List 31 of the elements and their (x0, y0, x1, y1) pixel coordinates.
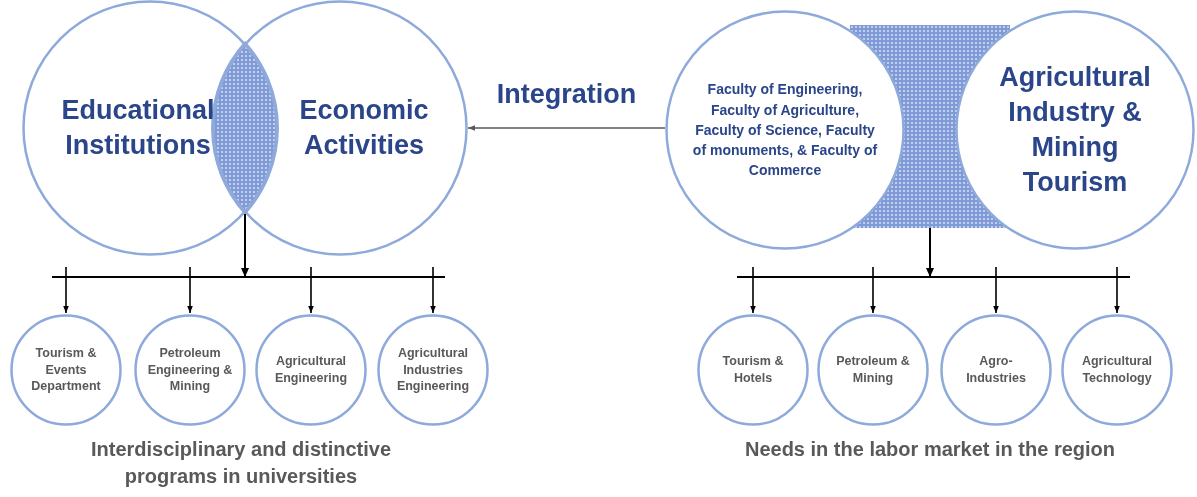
circle-node (817, 314, 929, 426)
node-text: Tourism & Events Department (30, 344, 102, 396)
circle-node (665, 10, 905, 250)
node-text: Tourism & Hotels (721, 353, 785, 387)
node-text: Agricultural Industry & Mining Tourism (998, 60, 1152, 200)
node-text: Petroleum Engineering & Mining (146, 344, 234, 396)
arrow (244, 213, 436, 314)
edge-label: Integration (496, 78, 637, 110)
circle-node (377, 314, 489, 426)
circle-node (940, 314, 1052, 426)
circle-node (22, 0, 278, 256)
node-text: Petroleum & Mining (835, 353, 911, 387)
node-text: Faculty of Engineering, Faculty of Agriculture, Faculty of Science, Faculty of monuments, & Faculty of Commerce (692, 80, 878, 181)
caption-text: Interdisciplinary and distinctive programs in universities (89, 437, 393, 489)
node-text: Economic Activities (298, 93, 430, 162)
circle-node (212, 0, 468, 256)
circle-node (134, 314, 246, 426)
arrow (929, 227, 1120, 314)
node-text: Agro-Industries (965, 353, 1027, 387)
node-text: Agricultural Technology (1080, 353, 1154, 387)
circle-node (255, 314, 367, 426)
circle-node (1061, 314, 1173, 426)
node-text: Educational Institutions (60, 93, 216, 162)
circle-node (955, 10, 1195, 250)
node-text: Agricultural Industries Engineering (395, 344, 471, 396)
arrow (467, 125, 666, 131)
caption-text: Needs in the labor market in the region (743, 437, 1117, 462)
circle-node (10, 314, 122, 426)
circle-node (697, 314, 809, 426)
overlap-lens (212, 42, 278, 214)
node-text: Agricultural Engineering (273, 353, 349, 387)
